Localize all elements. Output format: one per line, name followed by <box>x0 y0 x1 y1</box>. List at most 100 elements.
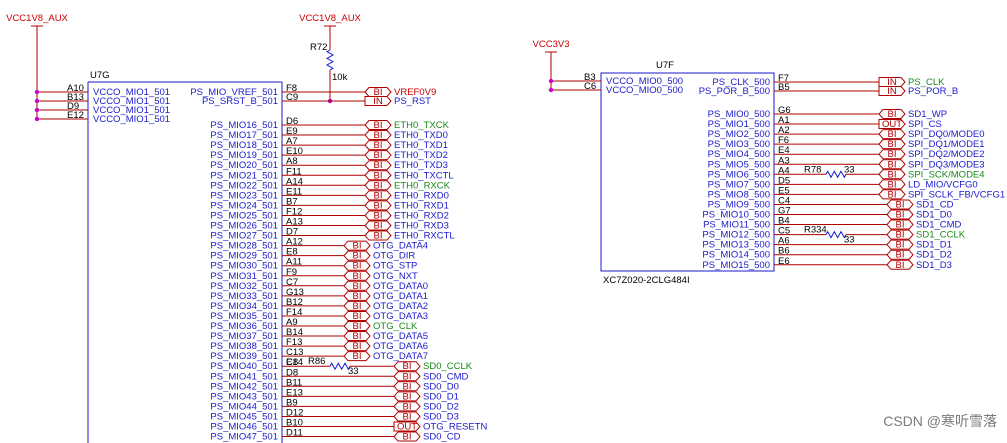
port-dir-label: BI <box>403 361 412 372</box>
u7f-io-pin-number: G7 <box>778 206 791 217</box>
port-symbol-bi <box>343 300 371 311</box>
u7f-io-net-label: SPI_CS <box>908 119 942 130</box>
port-symbol-bi <box>343 250 371 261</box>
port-dir-label: BI <box>374 150 383 161</box>
u7f-io-pin-name: PS_MIO3_500 <box>708 139 770 150</box>
io-net-label: OTG_CLK <box>373 321 418 332</box>
u7f-io-pin-number: E5 <box>778 185 790 196</box>
port-dir-label: BI <box>888 129 897 140</box>
u7f-power-pin-number: B3 <box>584 72 596 83</box>
u7f-io-net-label: SPI_SCK/MODE4 <box>908 169 985 180</box>
port-symbol-bi <box>364 190 392 201</box>
io-pin-number: A14 <box>286 176 303 187</box>
port-dir-label: BI <box>888 139 897 150</box>
u7f-io-net-label: SPI_DQ3/MODE3 <box>908 159 985 170</box>
io-net-label: ETH0_RXCK <box>394 180 451 191</box>
port-dir-label: BI <box>353 261 362 272</box>
io-pin-name: PS_MIO36_501 <box>210 321 278 332</box>
io-pin-name: PS_MIO21_501 <box>210 170 278 181</box>
port-symbol-bi <box>393 411 421 422</box>
u7f-special-pin-number: F7 <box>778 73 789 84</box>
port-dir-label: BI <box>888 169 897 180</box>
u7f-io-net-label: SPI_DQ2/MODE2 <box>908 149 985 160</box>
port-dir-label: BI <box>896 210 905 221</box>
port-symbol-bi <box>878 109 906 119</box>
io-net-label: ETH0_RXD0 <box>394 190 449 201</box>
u7f-io-pin-number: B4 <box>778 216 790 227</box>
u7f-io-pin-number: A1 <box>778 115 790 126</box>
io-net-label: ETH0_RXD3 <box>394 221 449 232</box>
io-net-label: OTG_DIR <box>373 251 415 262</box>
u7f-io-pin-name: PS_MIO8_500 <box>708 189 770 200</box>
u7f-ref-label: U7F <box>656 60 674 71</box>
io-pin-name: PS_MIO27_501 <box>210 231 278 242</box>
io-pin-number: C13 <box>286 347 303 358</box>
port-symbol-in <box>364 96 392 106</box>
io-pin-name: PS_MIO44_501 <box>210 401 278 412</box>
io-pin-name: PS_MIO38_501 <box>210 341 278 352</box>
u7f-io-resistor-ref: R78 <box>804 164 821 175</box>
io-pin-name: PS_MIO29_501 <box>210 251 278 262</box>
port-dir-label: BI <box>374 190 383 201</box>
io-net-label: OTG_NXT <box>373 271 418 282</box>
port-symbol-bi <box>364 210 392 221</box>
port-dir-label: BI <box>896 260 905 271</box>
port-dir-label: BI <box>896 250 905 261</box>
port-symbol-bi <box>393 401 421 412</box>
port-dir-label: OUT <box>882 119 902 130</box>
io-net-label: ETH0_TXCTL <box>394 170 454 181</box>
junction-dot <box>34 107 40 113</box>
u7f-io-net-label: SPI_SCLK_FB/VCFG1 <box>908 189 1005 200</box>
port-symbol-bi <box>878 179 906 190</box>
u7f-io-pin-number: B6 <box>778 246 790 257</box>
port-symbol-bi <box>393 371 421 382</box>
r72-value-label: 10k <box>332 72 348 83</box>
port-dir-label: BI <box>888 149 897 160</box>
u7f-io-resistor <box>825 230 847 239</box>
wire-layer <box>31 25 914 443</box>
power-pin-name: VCCO_MIO1_501 <box>93 114 170 125</box>
port-dir-label: IN <box>887 77 897 88</box>
port-symbol-bi <box>364 120 392 130</box>
io-pin-name: PS_MIO18_501 <box>210 140 278 151</box>
u7f-io-pin-name: PS_MIO12_500 <box>702 230 770 241</box>
power-pin-number: E12 <box>67 110 84 121</box>
io-pin-name: PS_MIO40_501 <box>210 361 278 372</box>
port-symbol-bi <box>364 230 392 241</box>
port-symbol-bi <box>393 361 421 372</box>
port-dir-label: BI <box>353 241 362 252</box>
io-pin-name: PS_MIO45_501 <box>210 411 278 422</box>
u7f-io-pin-number: C4 <box>778 195 790 206</box>
io-net-label: SD0_D1 <box>423 391 459 402</box>
junction-dot <box>34 116 40 122</box>
port-symbol-bi <box>364 220 392 231</box>
io-pin-name: PS_MIO43_501 <box>210 391 278 402</box>
io-pin-name: PS_MIO19_501 <box>210 150 278 161</box>
u7f-io-pin-name: PS_MIO7_500 <box>708 179 770 190</box>
u7f-special-pin-name: PS_POR_B_500 <box>699 86 770 97</box>
port-dir-label: BI <box>403 391 412 402</box>
port-dir-label: BI <box>353 321 362 332</box>
port-dir-label: BI <box>374 180 383 191</box>
io-pin-number: B9 <box>286 397 298 408</box>
port-dir-label: BI <box>353 281 362 292</box>
vcc1v8-aux-left-label: VCC1V8_AUX <box>6 13 68 24</box>
r72-ref-label: R72 <box>310 42 327 53</box>
port-symbol-bi <box>886 209 914 220</box>
io-net-label: OTG_DATA6 <box>373 341 428 352</box>
u7f-special-pin-name: PS_CLK_500 <box>712 77 770 88</box>
port-symbol-bi <box>343 321 371 331</box>
junction-dot <box>34 89 40 95</box>
pad-pin-label: E14 <box>286 357 303 368</box>
io-pin-name: PS_MIO31_501 <box>210 271 278 282</box>
io-resistor-value: 33 <box>348 366 359 377</box>
u7f-io-pin-number: D5 <box>778 175 790 186</box>
port-symbol-bi <box>886 219 914 230</box>
port-dir-label: BI <box>353 351 362 362</box>
u7f-special-pin-number: B5 <box>778 82 790 93</box>
io-pin-name: PS_MIO25_501 <box>210 210 278 221</box>
u7f-io-net-label: SD1_D0 <box>916 210 952 221</box>
io-pin-number: F13 <box>286 337 302 348</box>
io-pin-name: PS_MIO26_501 <box>210 221 278 232</box>
